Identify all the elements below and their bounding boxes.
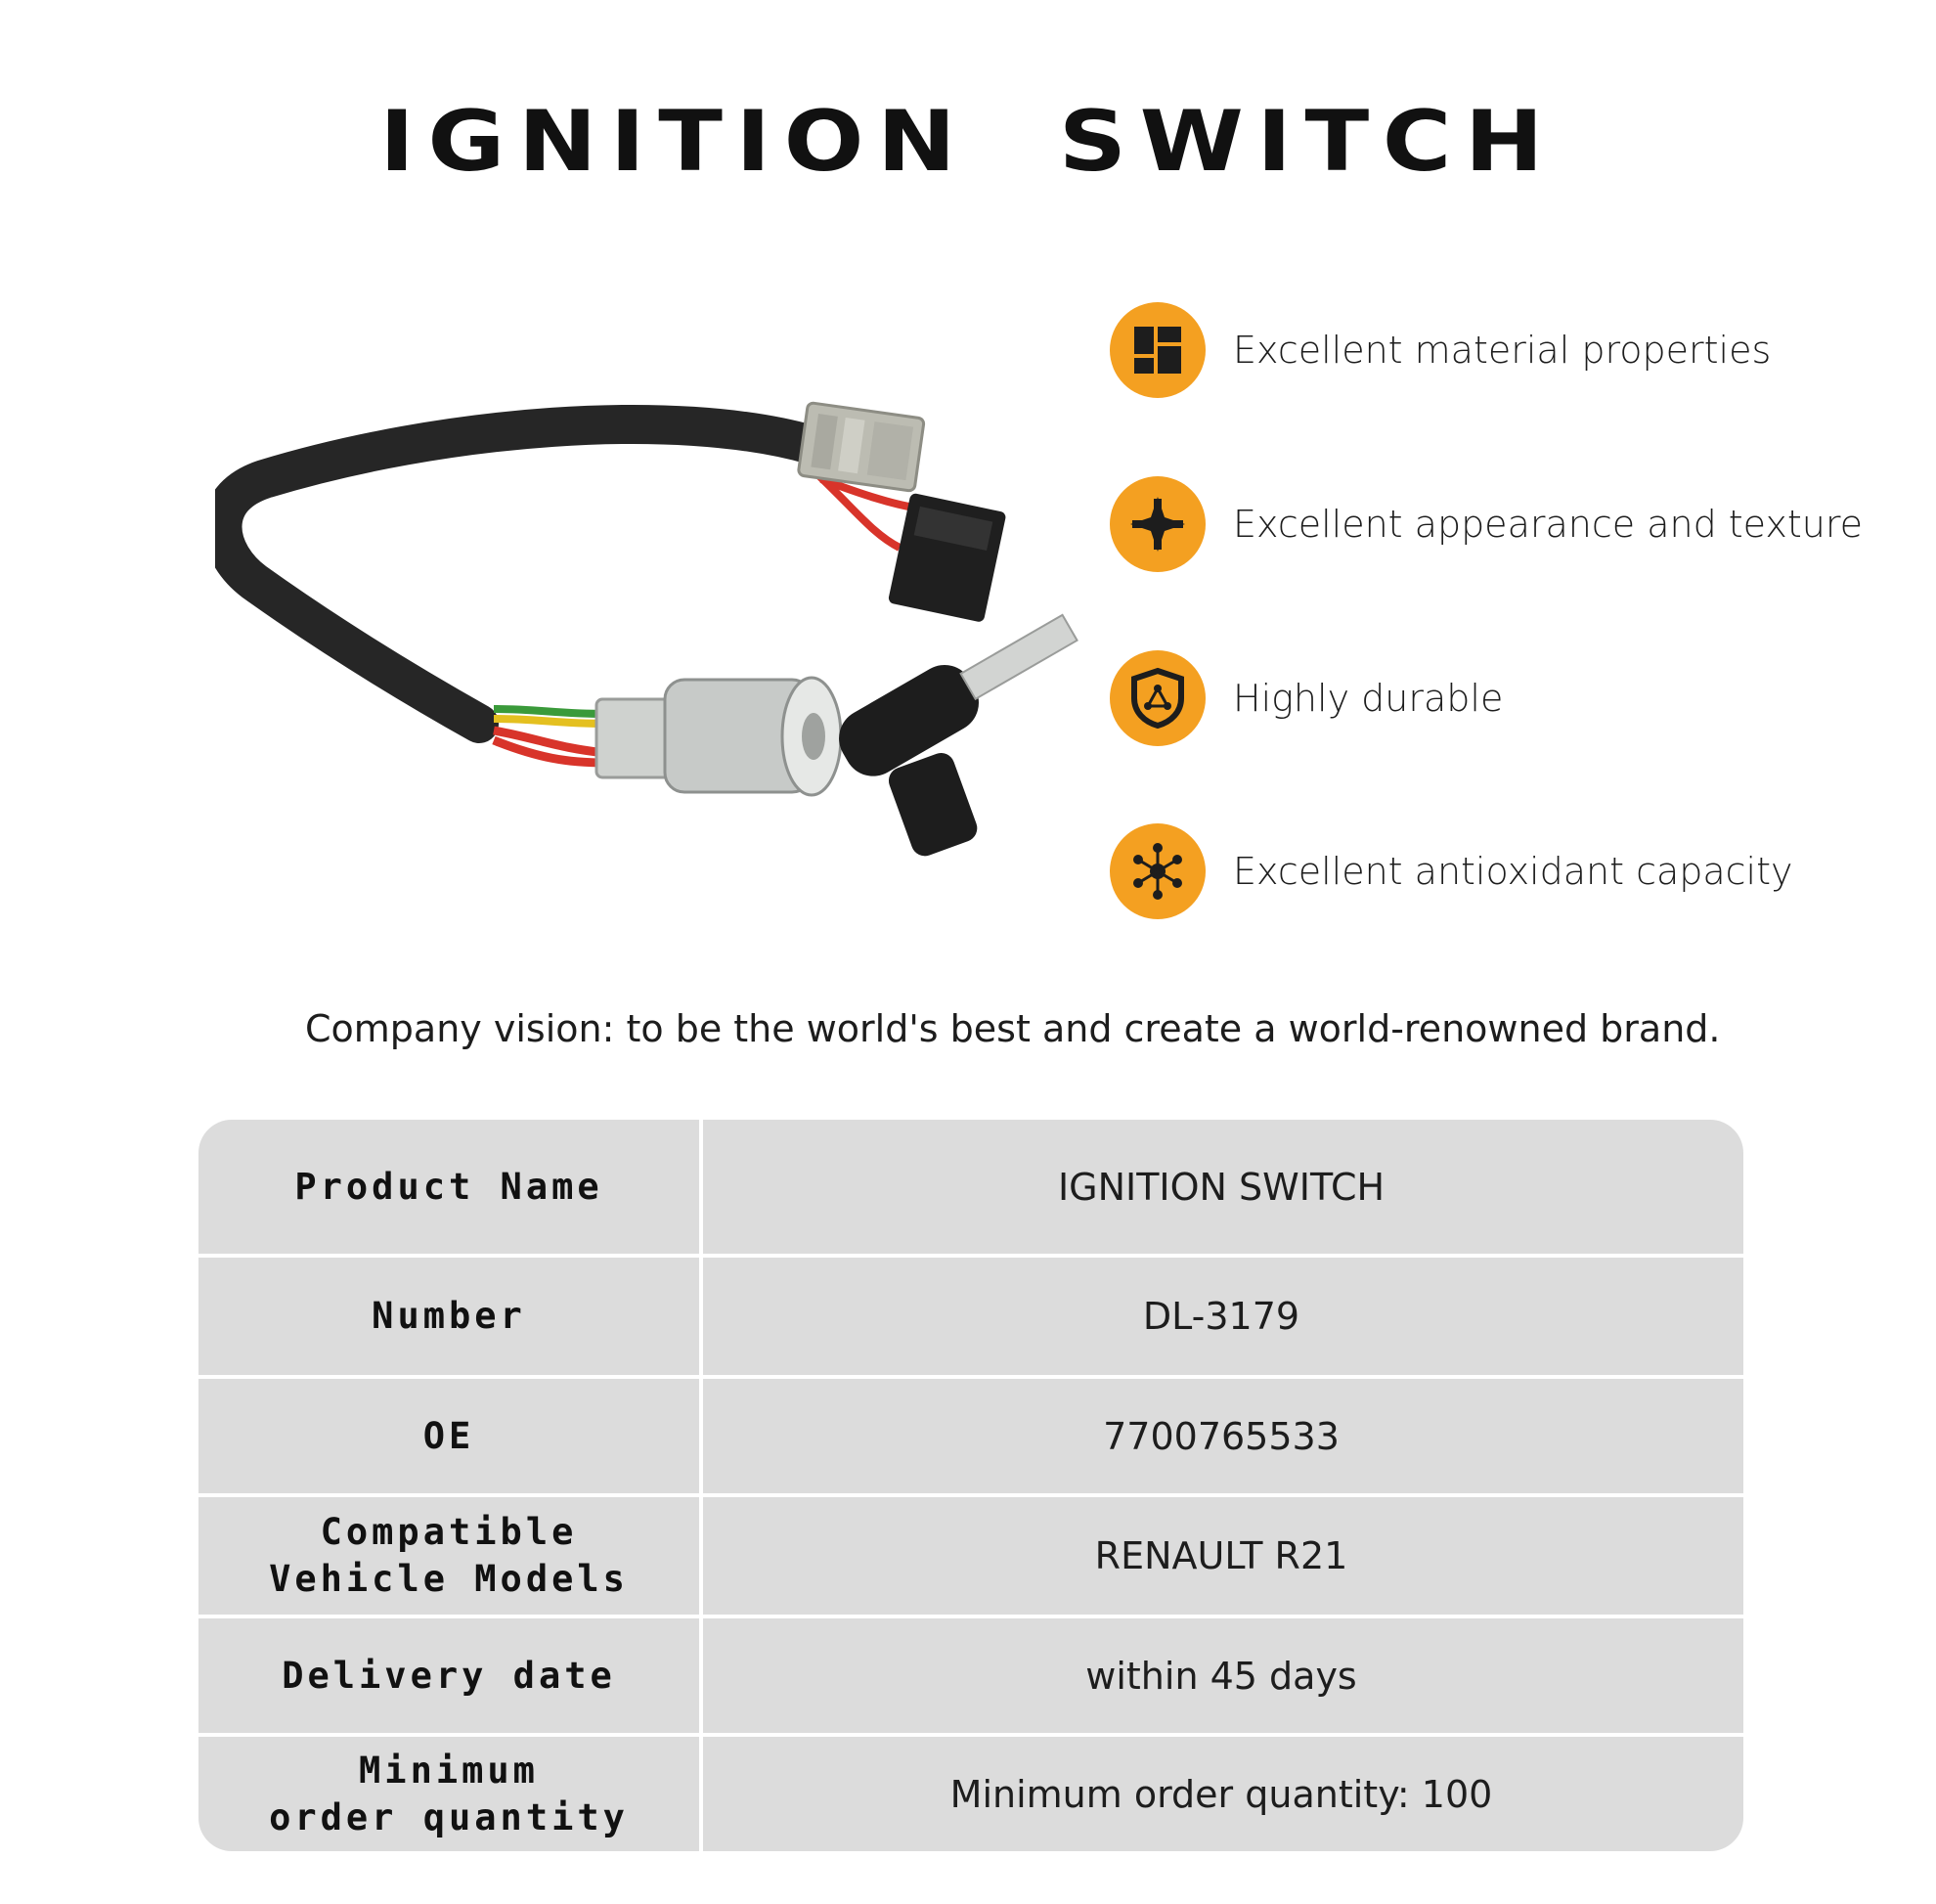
row-divider — [198, 1254, 1743, 1258]
feature-item: Excellent antioxidant capacity — [1110, 822, 1912, 920]
oe-key: OE — [422, 1414, 475, 1457]
moq-value: Minimum order quantity: 100 — [949, 1772, 1493, 1816]
table-row: Number DL-3179 — [198, 1258, 1743, 1375]
column-divider — [699, 1120, 703, 1851]
moq-key-line2: order quantity — [269, 1795, 629, 1838]
table-row: Delivery date within 45 days — [198, 1618, 1743, 1733]
feature-item: Excellent appearance and texture — [1110, 475, 1912, 573]
table-row: Product Name IGNITION SWITCH — [198, 1120, 1743, 1254]
number-value: DL-3179 — [1142, 1295, 1300, 1338]
table-row: OE 7700765533 — [198, 1379, 1743, 1493]
feature-label: Excellent material properties — [1233, 329, 1772, 372]
page-title: IGNITION SWITCH — [379, 93, 1557, 191]
feature-label: Excellent appearance and texture — [1233, 503, 1864, 546]
compatible-key-line1: Compatible — [320, 1511, 578, 1553]
feature-label: Excellent antioxidant capacity — [1233, 850, 1793, 893]
feature-label: Highly durable — [1233, 677, 1504, 720]
blocks-icon — [1110, 302, 1206, 398]
table-row: Minimum order quantity Minimum order qua… — [198, 1737, 1743, 1851]
diamond-arrows-icon — [1110, 476, 1206, 572]
row-divider — [198, 1375, 1743, 1379]
compatible-key: Compatible Vehicle Models — [198, 1497, 699, 1615]
molecule-icon — [1110, 823, 1206, 919]
moq-key-line1: Minimum — [359, 1749, 539, 1792]
row-divider — [198, 1615, 1743, 1618]
delivery-value: within 45 days — [1085, 1654, 1357, 1698]
moq-key: Minimum order quantity — [198, 1737, 699, 1851]
delivery-key: Delivery date — [282, 1654, 616, 1697]
row-divider — [198, 1733, 1743, 1737]
product-image — [215, 401, 1078, 857]
company-vision: Company vision: to be the world's best a… — [305, 1007, 1721, 1050]
shield-icon — [1110, 650, 1206, 746]
row-divider — [198, 1493, 1743, 1497]
product-name-value: IGNITION SWITCH — [1057, 1165, 1386, 1209]
compatible-key-line2: Vehicle Models — [269, 1558, 629, 1600]
compatible-value: RENAULT R21 — [1094, 1534, 1348, 1577]
spec-table: Product Name IGNITION SWITCH Number DL-3… — [198, 1120, 1743, 1851]
product-name-key: Product Name — [294, 1165, 603, 1208]
feature-item: Excellent material properties — [1110, 301, 1912, 399]
oe-value: 7700765533 — [1103, 1414, 1340, 1458]
table-row: Compatible Vehicle Models RENAULT R21 — [198, 1497, 1743, 1615]
feature-item: Highly durable — [1110, 649, 1912, 747]
number-key: Number — [372, 1295, 526, 1337]
